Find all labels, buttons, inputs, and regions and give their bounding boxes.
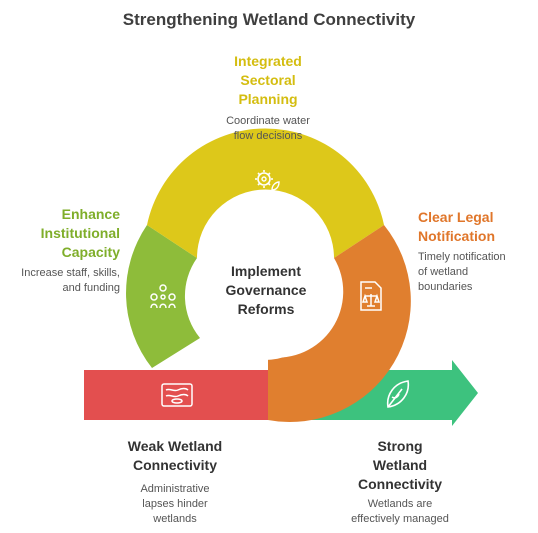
diagram-title: Strengthening Wetland Connectivity <box>122 10 416 29</box>
weak-heading: Weak Wetland Connectivity <box>105 437 245 475</box>
planning-heading-line: Integrated <box>234 53 302 69</box>
planning-description-line: Coordinate water <box>226 115 310 127</box>
strong-heading: Strong Wetland Connectivity <box>330 437 470 494</box>
legal-description-line: of wetland <box>418 266 469 278</box>
capacity-heading-line: Capacity <box>61 244 120 260</box>
center-line-1: Implement <box>230 263 301 279</box>
weak-description-line: wetlands <box>153 513 197 525</box>
legal-heading-line: Notification <box>418 228 495 244</box>
planning-segment <box>147 128 384 258</box>
center-line-2: Governance <box>225 282 307 298</box>
gear-leaf-icon <box>255 170 280 191</box>
weak-description-line: lapses hinder <box>142 498 208 510</box>
legal-description-line: Timely notification <box>418 251 506 263</box>
strong-description-line: effectively managed <box>351 513 449 525</box>
legal-segment <box>268 225 411 422</box>
strong-description-line: Wetlands are <box>367 498 433 510</box>
weak-description: Administrative lapses hinder wetlands <box>105 482 245 527</box>
legal-description: Timely notification of wetland boundarie… <box>418 250 533 295</box>
center-line-3: Reforms <box>237 301 295 317</box>
legal-heading: Clear Legal Notification <box>418 208 533 246</box>
capacity-heading-line: Enhance <box>61 206 120 222</box>
planning-description-line: flow decisions <box>233 130 303 142</box>
weak-description-line: Administrative <box>140 483 210 495</box>
planning-heading-line: Sectoral <box>240 72 296 88</box>
capacity-heading: Enhance Institutional Capacity <box>10 205 120 262</box>
capacity-segment <box>126 225 200 368</box>
weak-heading-line: Connectivity <box>132 457 217 473</box>
people-network-icon <box>150 284 176 309</box>
planning-heading-line: Planning <box>238 91 298 107</box>
legal-heading-line: Clear Legal <box>418 209 494 225</box>
capacity-description-line: and funding <box>62 282 121 294</box>
strong-heading-line: Connectivity <box>357 476 442 492</box>
center-label: Implement Governance Reforms <box>206 262 326 319</box>
strong-heading-line: Wetland <box>372 457 428 473</box>
capacity-description: Increase staff, skills, and funding <box>2 266 120 296</box>
capacity-description-line: Increase staff, skills, <box>21 267 120 279</box>
wetland-map-icon <box>161 383 193 407</box>
weak-connectivity-bar <box>84 370 268 420</box>
weak-heading-line: Weak Wetland <box>127 438 223 454</box>
legal-document-icon <box>360 281 382 311</box>
legal-description-line: boundaries <box>418 281 473 293</box>
strong-heading-line: Strong <box>377 438 423 454</box>
planning-description: Coordinate water flow decisions <box>200 114 336 144</box>
planning-heading: Integrated Sectoral Planning <box>200 52 336 109</box>
balanced-leaf-icon <box>386 380 410 408</box>
capacity-heading-line: Institutional <box>40 225 120 241</box>
strong-description: Wetlands are effectively managed <box>330 497 470 527</box>
